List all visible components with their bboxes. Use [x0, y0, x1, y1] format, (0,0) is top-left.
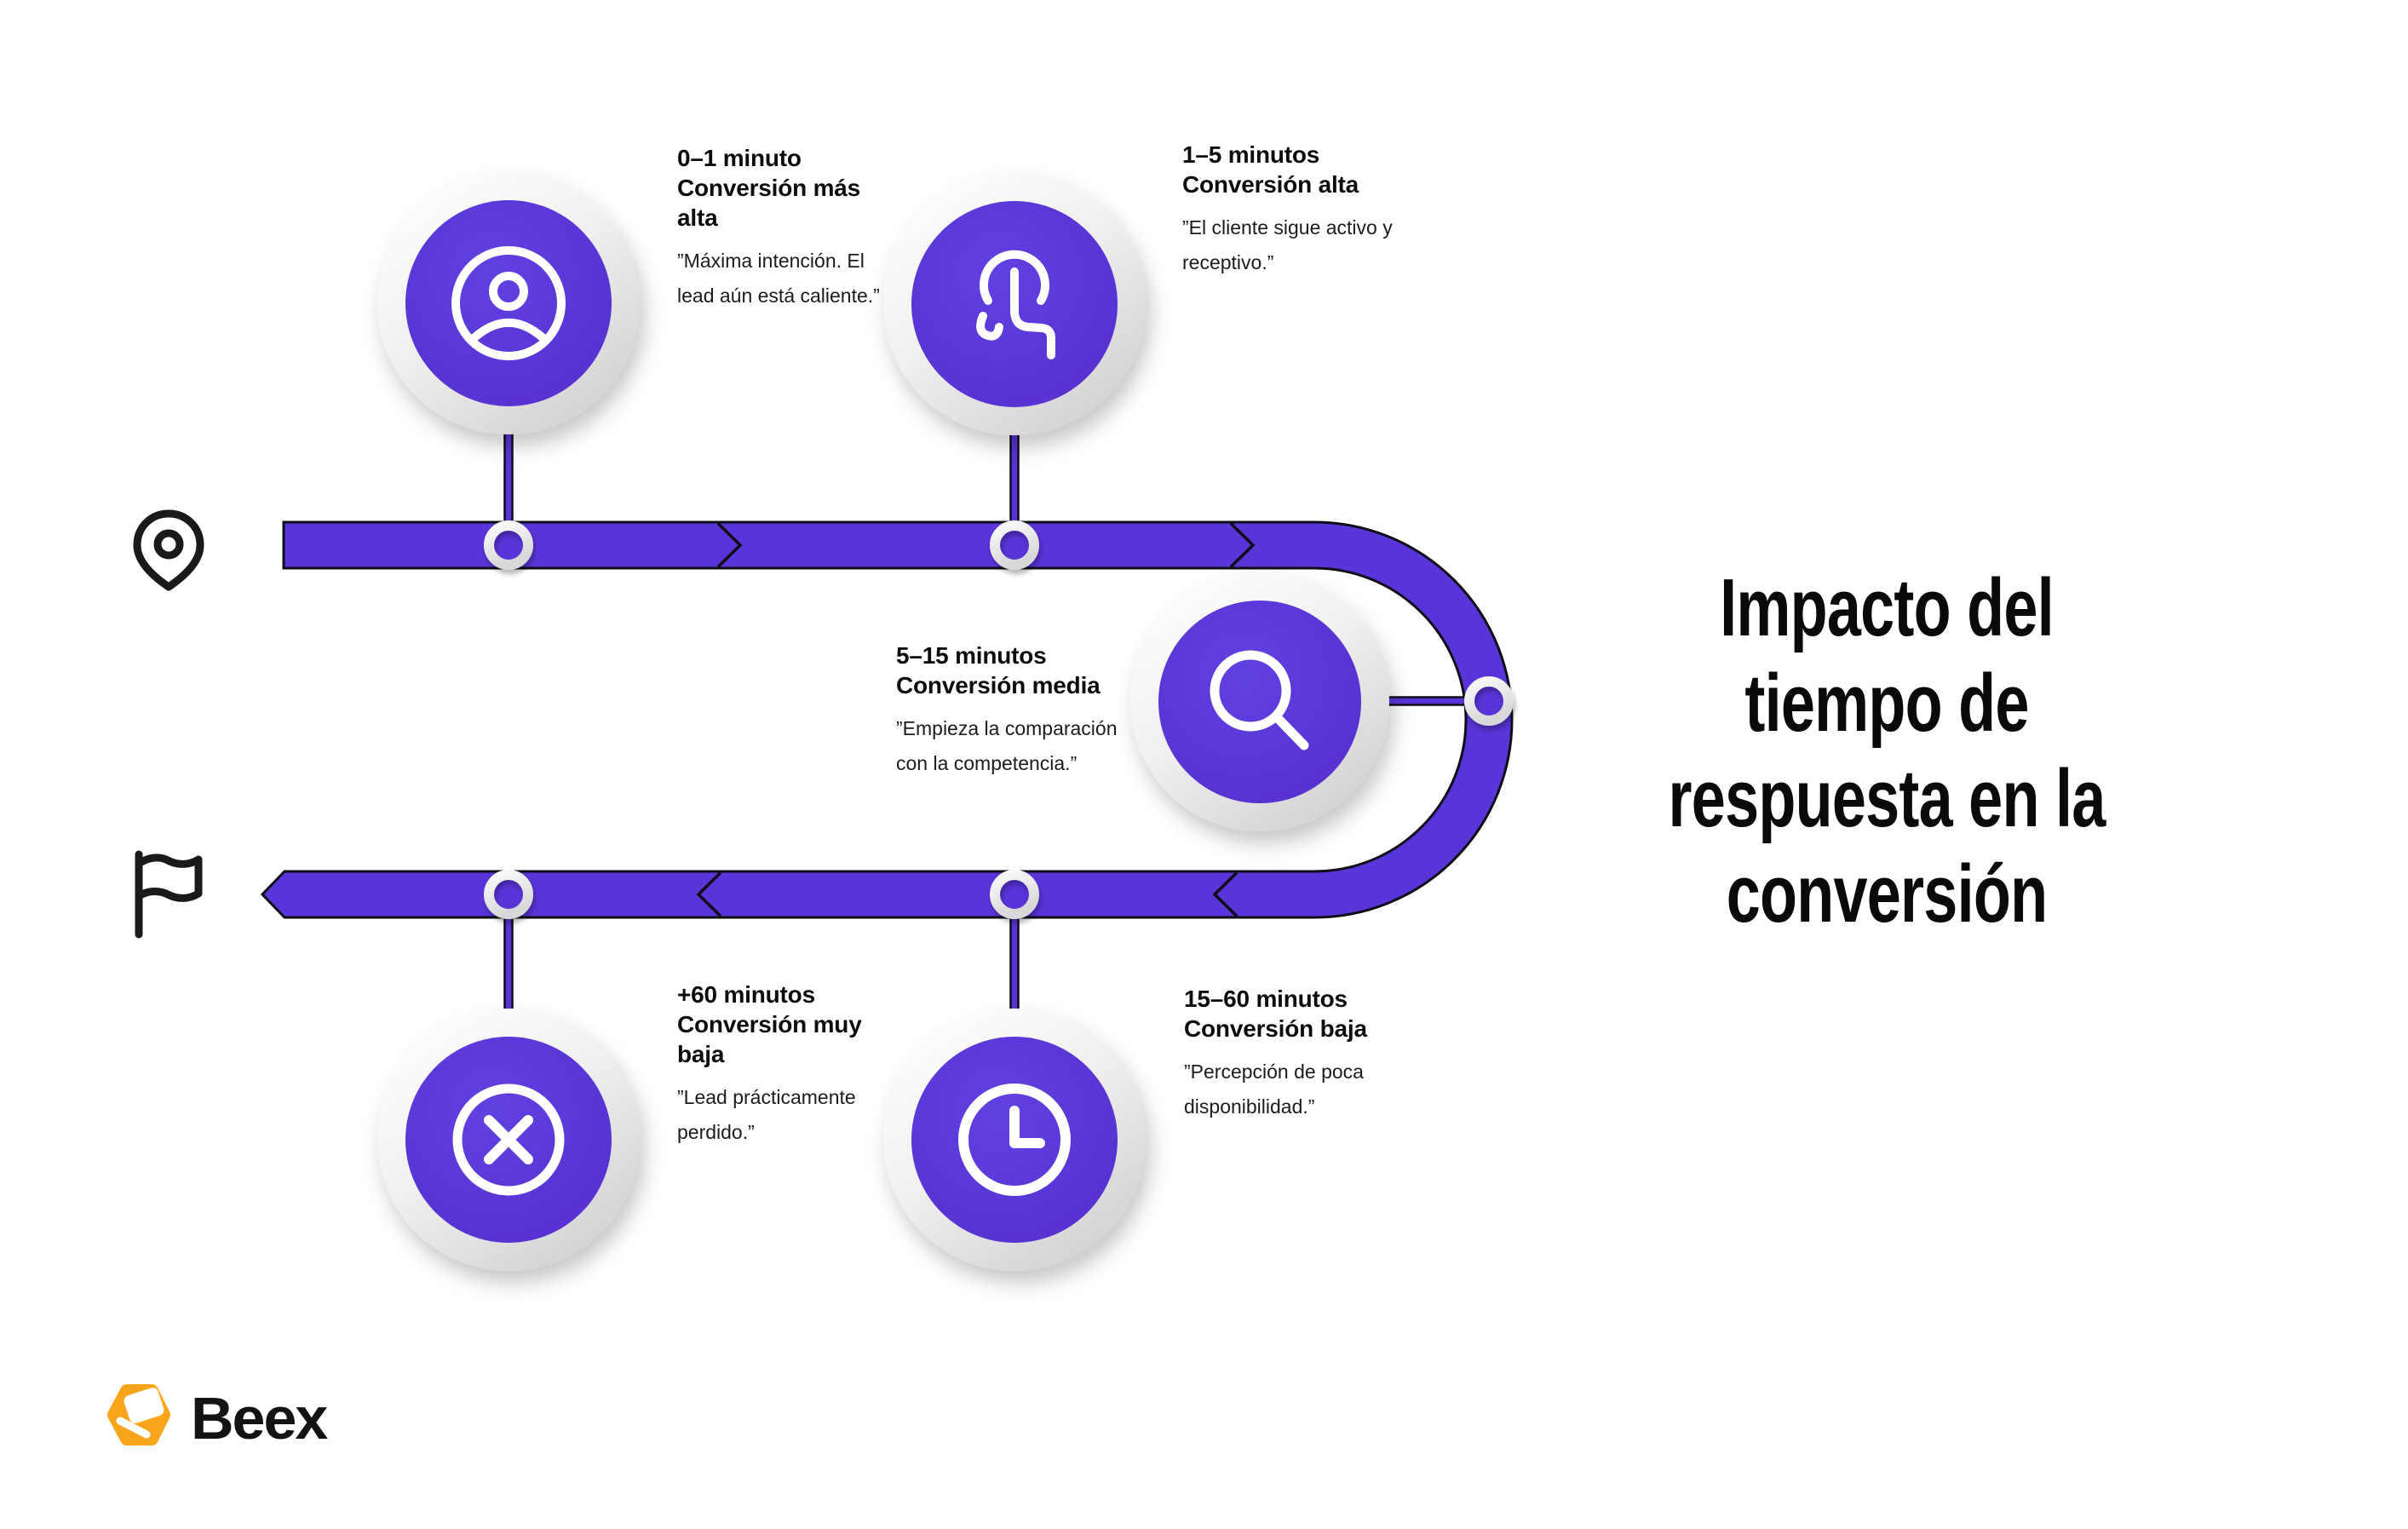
milestone-circle-x	[377, 1009, 640, 1271]
milestone-range: 15–60 minutos	[1184, 986, 1348, 1012]
page-title: Impacto del tiempo de respuesta en la co…	[1668, 562, 2106, 940]
track-nodes	[484, 520, 1514, 919]
logo-cube	[124, 1388, 164, 1423]
milestone-range: 1–5 minutos	[1182, 141, 1320, 168]
search-icon	[1210, 650, 1309, 750]
milestone-circle-clock	[883, 1009, 1146, 1271]
milestone-label: Conversión alta	[1182, 171, 1359, 198]
milestone-quote: ”Empieza la comparación con la competenc…	[896, 717, 1118, 774]
node-ring	[1464, 676, 1514, 726]
chevron-right-icon	[1229, 522, 1256, 568]
milestone-block-5-15: 5–15 minutos Conversión media ”Empieza l…	[896, 641, 1143, 781]
node-ring	[484, 520, 533, 570]
milestone-label: Conversión muy baja	[677, 1011, 862, 1067]
milestone-label: Conversión baja	[1184, 1015, 1367, 1042]
track-chevrons	[696, 522, 1256, 917]
milestone-label: Conversión media	[896, 672, 1101, 698]
node-ring	[990, 520, 1039, 570]
node-ring	[990, 870, 1039, 919]
milestone-block-60plus: +60 minutos Conversión muy baja ”Lead pr…	[677, 980, 871, 1150]
user-icon	[451, 246, 566, 360]
clock-icon	[958, 1084, 1071, 1196]
milestone-circle-search	[1130, 572, 1389, 831]
milestone-circle-user	[377, 172, 640, 434]
stem	[503, 431, 514, 526]
track-ribbon	[260, 520, 1514, 919]
chevron-left-icon	[696, 871, 722, 917]
x-circle-icon	[452, 1084, 565, 1196]
logo-sliver	[116, 1417, 151, 1439]
stem	[503, 915, 514, 1012]
milestone-block-15-60: 15–60 minutos Conversión baja ”Percepció…	[1184, 984, 1405, 1124]
milestone-quote: ”Máxima intención. El lead aún está cali…	[677, 250, 880, 307]
milestone-quote: ”El cliente sigue activo y receptivo.”	[1182, 216, 1393, 273]
location-pin-icon	[133, 509, 204, 591]
chevron-right-icon	[716, 522, 743, 568]
milestone-quote: ”Percepción de poca disponibilidad.”	[1184, 1061, 1364, 1118]
node-ring	[484, 870, 533, 919]
beex-hexagon-logo	[107, 1384, 170, 1446]
milestone-range: 5–15 minutos	[896, 642, 1047, 669]
tap-icon	[976, 250, 1055, 359]
chevron-left-icon	[1212, 871, 1238, 917]
milestone-circle-tap	[883, 173, 1146, 435]
flag-icon	[135, 850, 203, 939]
milestone-quote: ”Lead prácticamente perdido.”	[677, 1086, 856, 1143]
medal-inner	[1158, 601, 1361, 803]
milestone-range: +60 minutos	[677, 981, 815, 1008]
brand-name: Beex	[191, 1385, 328, 1451]
milestone-block-0-1: 0–1 minuto Conversión más alta ”Máxima i…	[677, 143, 883, 313]
milestone-block-1-5: 1–5 minutos Conversión alta ”El cliente …	[1182, 140, 1408, 280]
timeline-track	[260, 520, 1514, 919]
milestone-range: 0–1 minuto	[677, 145, 802, 171]
stem	[1009, 915, 1020, 1012]
stem	[1009, 432, 1020, 526]
milestone-label: Conversión más alta	[677, 175, 861, 231]
